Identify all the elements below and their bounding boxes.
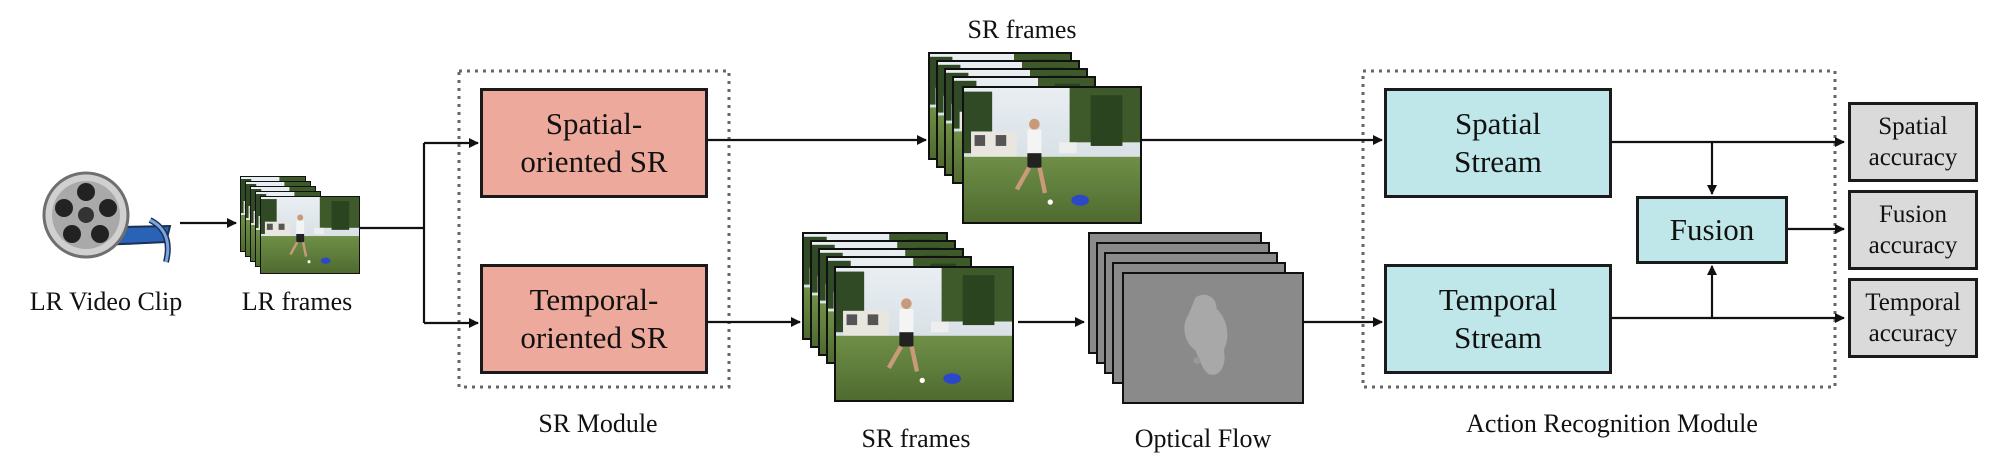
- sr-frames-top-stack: [928, 52, 1142, 224]
- spatial-oriented-sr-label: Spatial- oriented SR: [520, 106, 668, 179]
- video-reel-icon: [42, 171, 172, 263]
- spatial-oriented-sr-box: Spatial- oriented SR: [480, 88, 708, 198]
- sr-frames-bottom-label: SR frames: [861, 424, 970, 453]
- action-module-label: Action Recognition Module: [1466, 409, 1758, 438]
- temporal-stream-label: Temporal Stream: [1438, 282, 1558, 355]
- spatial-accuracy-label: Spatial accuracy: [1868, 112, 1958, 171]
- action-module-frame: [1361, 69, 1837, 389]
- spatial-stream-label: Spatial Stream: [1454, 106, 1542, 179]
- fusion-box: Fusion: [1636, 196, 1788, 264]
- lr-frames-label: LR frames: [242, 287, 352, 316]
- spatial-stream-box: Spatial Stream: [1384, 88, 1612, 198]
- lr-video-clip-label: LR Video Clip: [30, 287, 183, 316]
- fusion-accuracy-box: Fusion accuracy: [1848, 190, 1978, 270]
- fusion-accuracy-label: Fusion accuracy: [1868, 200, 1958, 259]
- temporal-stream-box: Temporal Stream: [1384, 264, 1612, 374]
- optical-flow-stack: [1088, 232, 1304, 404]
- sr-frames-bottom-stack: [802, 232, 1014, 402]
- sr-module-frame: [457, 69, 731, 389]
- fusion-label: Fusion: [1669, 212, 1755, 248]
- spatial-accuracy-box: Spatial accuracy: [1848, 102, 1978, 182]
- temporal-accuracy-box: Temporal accuracy: [1848, 278, 1978, 358]
- sr-frames-top-label: SR frames: [967, 15, 1076, 44]
- temporal-accuracy-label: Temporal accuracy: [1865, 288, 1961, 347]
- connectors: [180, 135, 1845, 328]
- lr-frames-stack: [240, 176, 360, 274]
- sr-module-label: SR Module: [538, 409, 657, 438]
- temporal-oriented-sr-box: Temporal- oriented SR: [480, 264, 708, 374]
- temporal-oriented-sr-label: Temporal- oriented SR: [520, 282, 668, 355]
- optical-flow-label: Optical Flow: [1135, 424, 1272, 453]
